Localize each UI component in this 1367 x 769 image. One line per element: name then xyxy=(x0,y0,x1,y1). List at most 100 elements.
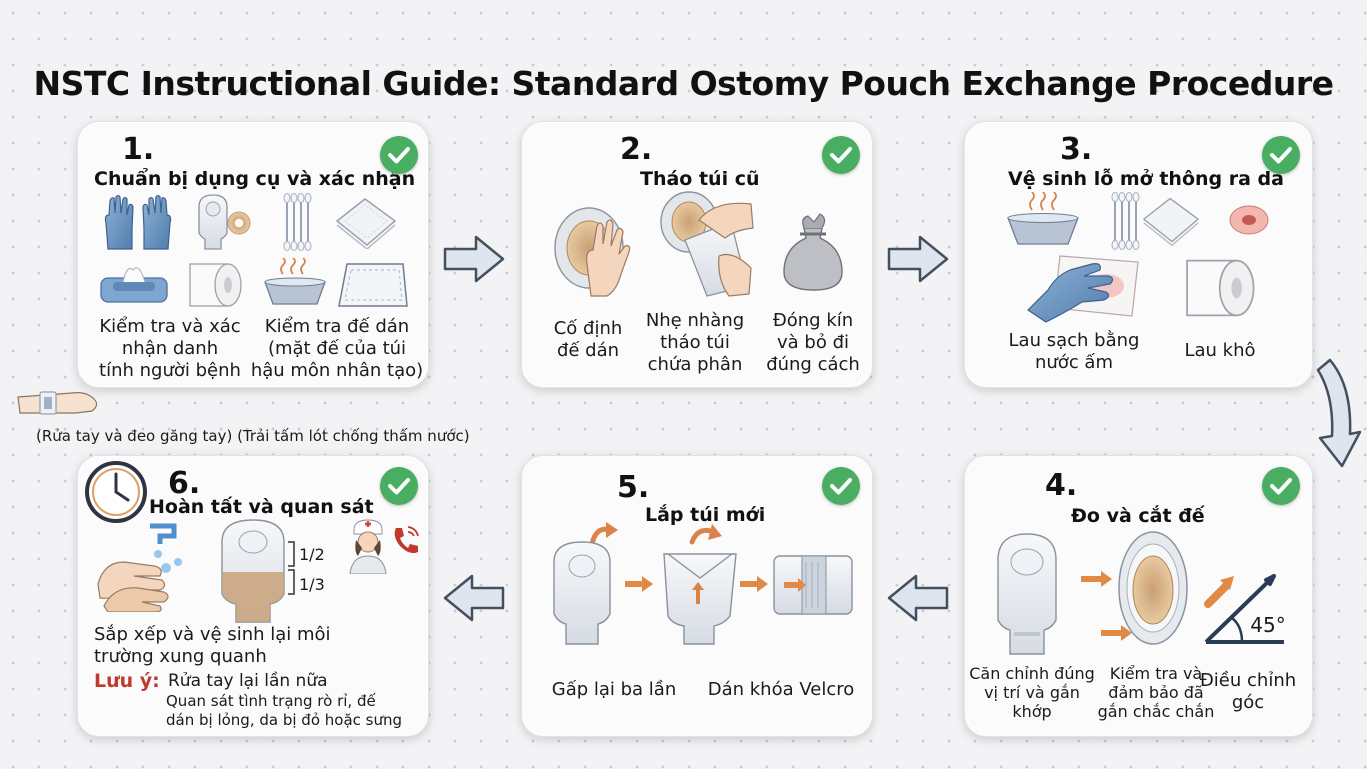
label-line: Lau khô xyxy=(1184,340,1256,361)
step-1-check-icon xyxy=(380,136,418,174)
velcro-fastener-icon xyxy=(773,555,853,615)
step-3-label-clean: Lau sạch bằng nước ấm xyxy=(996,330,1152,374)
note-label: Lưu ý: xyxy=(94,670,160,692)
label-line: đế dán xyxy=(556,340,620,361)
waterproof-pad-icon xyxy=(338,263,408,307)
label-line: vị trí và gắn xyxy=(984,683,1080,702)
step-1-heading: Chuẩn bị dụng cụ và xác nhận xyxy=(94,168,416,190)
step-1-label-wafer: Kiểm tra đế dán (mặt đế của túi hậu môn … xyxy=(248,316,426,382)
nurse-icon xyxy=(349,519,387,574)
gloves-icon xyxy=(104,195,172,250)
label-line: nhận danh xyxy=(121,338,219,359)
step-4-check-icon xyxy=(1262,467,1300,505)
label-line: gắn chắc chắn xyxy=(1097,702,1215,721)
page-title: NSTC Instructional Guide: Standard Ostom… xyxy=(33,64,1334,103)
note-observe-line1: Quan sát tình trạng rò rỉ, đế xyxy=(166,692,376,710)
label-line: trường xung quanh xyxy=(94,646,267,667)
gauze-pad-icon xyxy=(335,198,397,249)
step-5-check-icon xyxy=(822,467,860,505)
hold-wafer-icon xyxy=(554,207,631,297)
step-4-number: 4. xyxy=(1045,468,1078,503)
step-3-heading: Vệ sinh lỗ mở thông ra da xyxy=(1008,168,1284,190)
trash-bag-icon xyxy=(783,213,843,291)
label-line: Đóng kín xyxy=(772,310,854,331)
fill-level-bracket xyxy=(288,541,295,595)
step-4-heading: Đo và cắt đế xyxy=(1071,505,1205,527)
fold-pouch-icon xyxy=(553,522,618,645)
label-line: tính người bệnh xyxy=(99,360,241,381)
step-2-check-icon xyxy=(822,136,860,174)
step-6-check-icon xyxy=(380,467,418,505)
label-line: đảm bảo đã xyxy=(1108,683,1204,702)
step-1-card xyxy=(77,121,429,388)
step-5-heading: Lắp túi mới xyxy=(645,504,766,526)
warm-basin-icon xyxy=(264,258,326,305)
label-line: Kiểm tra đế dán xyxy=(264,316,410,337)
step-3-card xyxy=(964,121,1313,388)
alignment-arrow-icon xyxy=(1101,625,1132,641)
step-5-number: 5. xyxy=(617,470,650,505)
label-line: Cố định xyxy=(553,318,623,339)
label-line: Lau sạch bằng xyxy=(1008,330,1140,351)
label-line: chứa phân xyxy=(647,354,743,375)
step-4-label-align: Căn chỉnh đúng vị trí và gắn khớp xyxy=(966,664,1098,721)
step-4-label-angle: Điều chỉnh góc xyxy=(1198,670,1298,714)
label-line: Dán khóa Velcro xyxy=(707,679,855,700)
step-4-label-check: Kiểm tra và đảm bảo đã gắn chắc chắn xyxy=(1092,664,1220,721)
fold-pouch-icon xyxy=(663,524,737,645)
note-wash-hands: Rửa tay lại lần nữa xyxy=(168,671,328,691)
gauze-pad-icon xyxy=(1142,197,1200,246)
ostomy-pouch-icon xyxy=(997,533,1057,655)
fill-level-third: 1/3 xyxy=(299,575,325,594)
step-3-label-dry: Lau khô xyxy=(1168,340,1272,362)
label-line: Kiểm tra và xác xyxy=(99,316,241,337)
clock-icon xyxy=(85,461,147,523)
step-3-number: 3. xyxy=(1060,132,1093,167)
flow-arrow-left-icon xyxy=(887,574,949,622)
filled-pouch-icon xyxy=(221,519,285,623)
label-line: nước ấm xyxy=(1034,352,1113,373)
angle-adjust-icon xyxy=(1204,574,1284,644)
label-line: đúng cách xyxy=(766,354,860,375)
step-2-label-dispose: Đóng kín và bỏ đi đúng cách xyxy=(760,310,866,376)
warm-basin-icon xyxy=(1007,192,1079,245)
hand-wash-icon xyxy=(97,523,182,612)
flow-arrow-curved-down-icon xyxy=(1316,358,1362,468)
label-line: Căn chỉnh đúng xyxy=(969,664,1095,683)
label-line: Sắp xếp và vệ sinh lại môi xyxy=(94,624,331,645)
step-5-label-velcro: Dán khóa Velcro xyxy=(698,679,864,701)
wet-wipes-icon xyxy=(100,267,168,303)
step-3-check-icon xyxy=(1262,136,1300,174)
wipe-hand-icon xyxy=(1027,255,1139,323)
step-arrow-icon xyxy=(740,576,768,592)
note-observe-line2: dán bị lỏng, da bị đỏ hoặc sưng xyxy=(166,711,403,729)
label-line: (mặt đế của túi xyxy=(267,338,407,359)
label-line: Điều chỉnh xyxy=(1199,670,1297,691)
label-line: Kiểm tra và xyxy=(1109,664,1203,683)
step-6-number: 6. xyxy=(168,466,201,501)
phone-icon xyxy=(394,526,419,554)
fill-level-half: 1/2 xyxy=(299,545,325,564)
remove-pouch-icon xyxy=(660,191,754,297)
toilet-roll-icon xyxy=(189,263,242,307)
label-line: hậu môn nhân tạo) xyxy=(250,360,424,381)
step-arrow-icon xyxy=(625,576,653,592)
step-6-heading: Hoàn tất và quan sát xyxy=(149,496,374,518)
angle-value: 45° xyxy=(1250,613,1286,637)
label-line: Nhẹ nhàng xyxy=(645,310,745,331)
step-2-number: 2. xyxy=(620,132,653,167)
stoma-icon xyxy=(1229,205,1269,235)
label-line: khớp xyxy=(1012,702,1052,721)
label-line: tháo túi xyxy=(660,332,730,353)
label-line: và bỏ đi xyxy=(777,332,849,353)
toilet-roll-icon xyxy=(1186,259,1255,317)
cotton-swabs-icon xyxy=(283,193,312,251)
step-6-label-tidy: Sắp xếp và vệ sinh lại môi trường xung q… xyxy=(94,624,331,668)
step-5-label-fold: Gấp lại ba lần xyxy=(536,679,692,701)
wrist-band-icon xyxy=(17,391,98,415)
cotton-swabs-icon xyxy=(1111,192,1140,250)
wafer-ring-icon xyxy=(1118,531,1188,645)
label-line: Gấp lại ba lần xyxy=(551,679,677,700)
side-note: (Rửa tay và đeo găng tay) (Trải tấm lót … xyxy=(36,427,470,445)
label-line: góc xyxy=(1231,692,1265,713)
